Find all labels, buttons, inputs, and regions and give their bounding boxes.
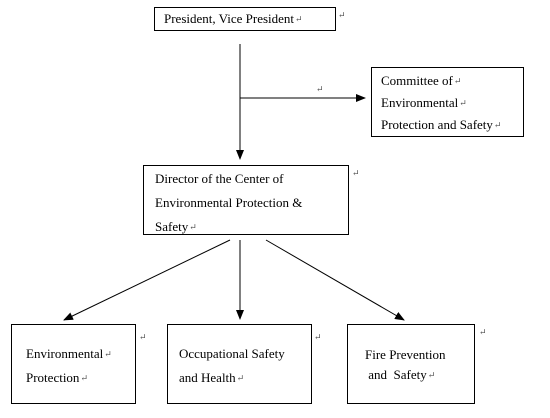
node-director: Director of the Center of Environmental …	[143, 165, 349, 235]
paragraph-mark: ↵	[352, 168, 360, 178]
edge-director-to-environmental	[63, 239, 231, 321]
paragraph-mark: ↵	[459, 98, 467, 108]
paragraph-mark: ↵	[295, 14, 303, 24]
node-environmental-line-2: Protection	[26, 370, 80, 385]
paragraph-mark: ↵	[493, 120, 502, 130]
node-environmental-protection: Environmental↵ Protection↵	[11, 324, 136, 404]
paragraph-mark: ↵	[479, 327, 487, 337]
paragraph-mark: ↵	[338, 10, 346, 20]
paragraph-mark: ↵	[314, 332, 322, 342]
node-president: President, Vice President↵	[154, 7, 336, 31]
paragraph-mark: ↵	[453, 76, 462, 86]
paragraph-mark: ↵	[139, 332, 147, 342]
node-fire-line-1: Fire Prevention	[365, 347, 446, 362]
node-occupational-line-2: and Health	[179, 370, 236, 385]
node-director-line-2: Environmental Protection &	[155, 195, 303, 210]
node-fire-line-2: and Safety	[365, 367, 427, 382]
node-committee-line-2: Environmental	[381, 95, 459, 110]
node-committee-line-3: Protection and Safety	[381, 117, 493, 132]
node-director-line-3: Safety	[155, 219, 189, 234]
paragraph-mark: ↵	[80, 373, 88, 383]
paragraph-mark: ↵	[316, 84, 324, 94]
node-committee: Committee of↵ Environmental↵ Protection …	[371, 67, 524, 137]
edge-director-to-fire	[265, 239, 405, 321]
paragraph-mark: ↵	[236, 373, 245, 383]
node-fire-prevention: Fire Prevention and Safety↵	[347, 324, 475, 404]
paragraph-mark: ↵	[104, 349, 112, 359]
node-occupational-safety: Occupational Safety and Health↵	[167, 324, 312, 404]
node-committee-line-1: Committee of	[381, 73, 453, 88]
node-president-line-1: President, Vice President	[164, 11, 295, 26]
node-occupational-line-1: Occupational Safety	[179, 346, 285, 361]
node-environmental-line-1: Environmental	[26, 346, 104, 361]
paragraph-mark: ↵	[427, 370, 436, 380]
node-director-line-1: Director of the Center of	[155, 171, 284, 186]
paragraph-mark: ↵	[189, 222, 197, 232]
